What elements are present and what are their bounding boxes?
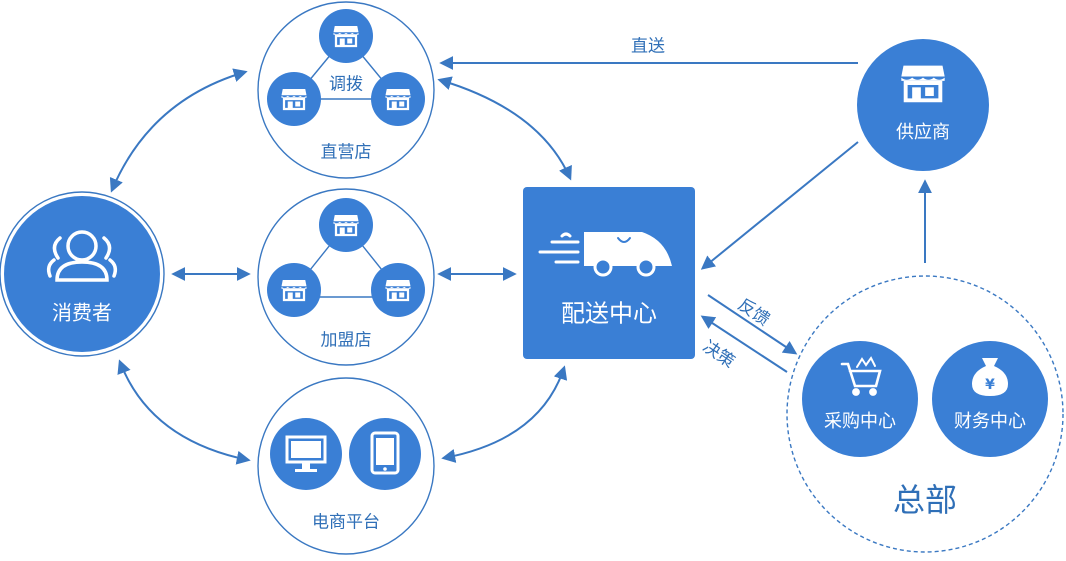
store-icon	[319, 198, 373, 252]
edge-ecommerce-distribution	[441, 365, 568, 463]
store-icon	[371, 72, 425, 126]
delivery-truck-icon	[538, 232, 672, 277]
purchasing-center	[802, 341, 918, 457]
monitor-icon	[270, 418, 342, 490]
people-icon	[46, 230, 118, 282]
svg-text:¥: ¥	[985, 377, 995, 393]
edge-supplier-distribution	[700, 141, 859, 270]
supplier-label: 供应商	[896, 122, 950, 143]
shopping-cart-icon	[840, 356, 882, 396]
direct-delivery-label: 直送	[631, 36, 665, 57]
purchasing-center-label: 采购中心	[824, 411, 896, 432]
consumer-label: 消费者	[52, 300, 112, 325]
transfer-label: 调拨	[329, 74, 363, 95]
finance-center: ¥	[932, 341, 1048, 457]
tablet-icon	[349, 418, 421, 490]
direct-store-node	[257, 1, 435, 179]
ecommerce-label: 电商平台	[312, 512, 380, 533]
supplier-node	[857, 39, 989, 171]
consumer-node	[0, 191, 165, 357]
store-icon	[267, 72, 321, 126]
store-icon	[371, 263, 425, 317]
edge-consumer-ecommerce	[117, 359, 251, 465]
franchise-store-node	[257, 188, 435, 366]
direct-store-label: 直营店	[320, 142, 372, 163]
store-icon	[267, 263, 321, 317]
distribution-center-node	[523, 187, 695, 359]
ecommerce-node	[257, 377, 435, 555]
edge-consumer-direct	[109, 68, 248, 193]
edge-hq-distribution	[700, 315, 788, 373]
headquarters-node: ¥	[786, 275, 1064, 553]
franchise-store-label: 加盟店	[320, 330, 372, 351]
store-icon	[319, 9, 373, 63]
edge-distribution-hq	[707, 294, 798, 355]
distribution-center-label: 配送中心	[561, 299, 657, 328]
finance-center-label: 财务中心	[954, 411, 1026, 432]
headquarters-label: 总部	[892, 481, 958, 519]
edge-direct-distribution	[437, 76, 572, 181]
money-bag-icon: ¥	[972, 358, 1008, 396]
